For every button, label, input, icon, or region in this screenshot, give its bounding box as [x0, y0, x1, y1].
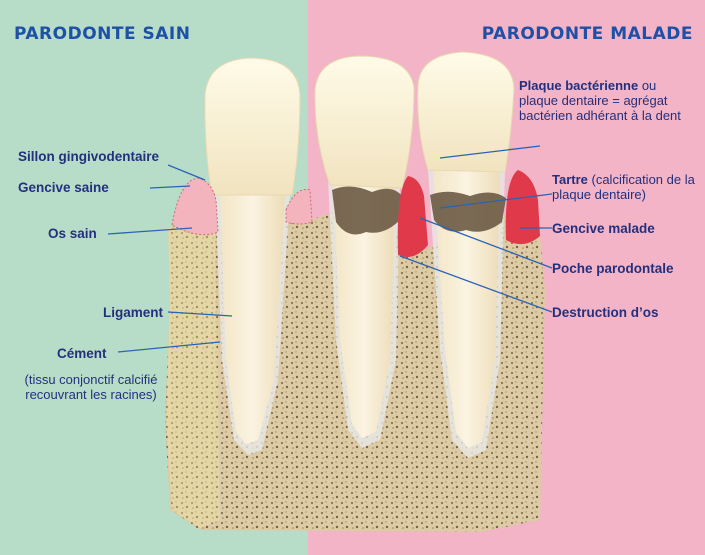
label-gencive-saine: Gencive saine — [18, 180, 109, 195]
label-cement: Cément — [57, 346, 107, 361]
diseased-gum-right — [506, 170, 540, 244]
label-os-sain: Os sain — [48, 226, 97, 241]
label-plaque: Plaque bactérienne ou plaque dentaire = … — [519, 78, 681, 123]
healthy-periodontium-title: PARODONTE SAIN — [14, 24, 190, 44]
label-ligament: Ligament — [103, 305, 163, 320]
label-sillon: Sillon gingivodentaire — [18, 149, 159, 164]
healthy-bone-rim — [166, 215, 220, 528]
label-destruction: Destruction d’os — [552, 305, 659, 320]
diseased-periodontium-title: PARODONTE MALADE — [482, 24, 693, 44]
label-gencive-malade: Gencive malade — [552, 221, 655, 236]
label-poche: Poche parodontale — [552, 261, 674, 276]
label-cement-description: (tissu conjonctif calcifié recouvrant le… — [12, 372, 170, 402]
label-tartre: Tartre (calcification de la plaque denta… — [552, 172, 695, 202]
